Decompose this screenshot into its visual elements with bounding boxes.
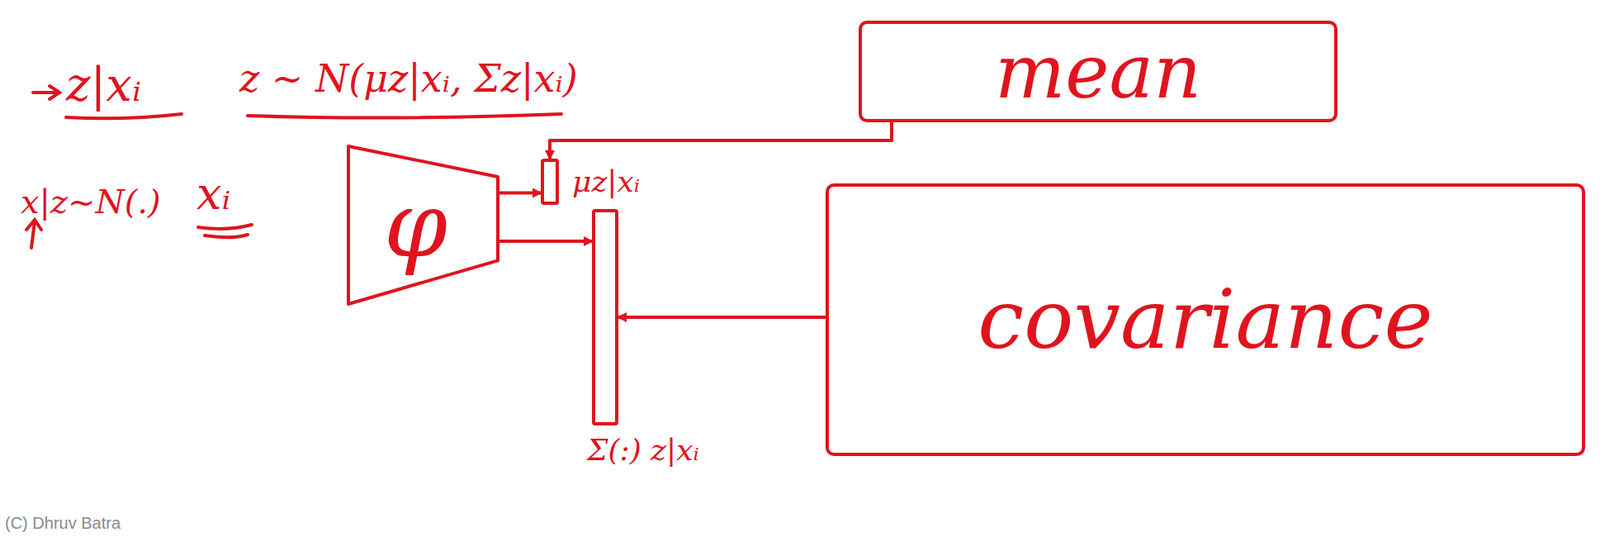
underline xyxy=(247,113,562,119)
covariance-note-box: covariance xyxy=(825,183,1586,456)
underline xyxy=(66,113,182,119)
input-label: xᵢ xyxy=(196,169,231,218)
arrow-connector xyxy=(618,315,826,319)
copyright-note: (C) Dhruv Batra xyxy=(4,513,121,532)
pointer-arrow xyxy=(26,219,42,248)
underline xyxy=(198,224,252,229)
node-text: Σ(:) z|xᵢ xyxy=(586,433,700,467)
arrow-connector xyxy=(497,191,541,195)
mean-vector: μz|xᵢ xyxy=(540,158,559,205)
likelihood-label: x|z~N(.) xyxy=(20,183,161,220)
arrow-connector xyxy=(497,239,592,243)
node-text: mean xyxy=(994,30,1202,113)
node-text: φ xyxy=(383,175,448,275)
mean-note-box: mean xyxy=(858,20,1338,123)
distribution-formula: z ~ N(μz|xᵢ, Σz|xᵢ) xyxy=(239,57,578,100)
node-text: μz|xᵢ xyxy=(572,165,640,199)
arrow-connector xyxy=(549,122,892,159)
encoder-network: φ xyxy=(346,144,500,306)
node-text: covariance xyxy=(977,274,1433,365)
underline xyxy=(204,234,248,237)
pointer-arrow xyxy=(33,85,60,100)
covariance-vector: Σ(:) z|xᵢ xyxy=(591,208,619,426)
conditional-label: z|xᵢ xyxy=(66,59,142,111)
